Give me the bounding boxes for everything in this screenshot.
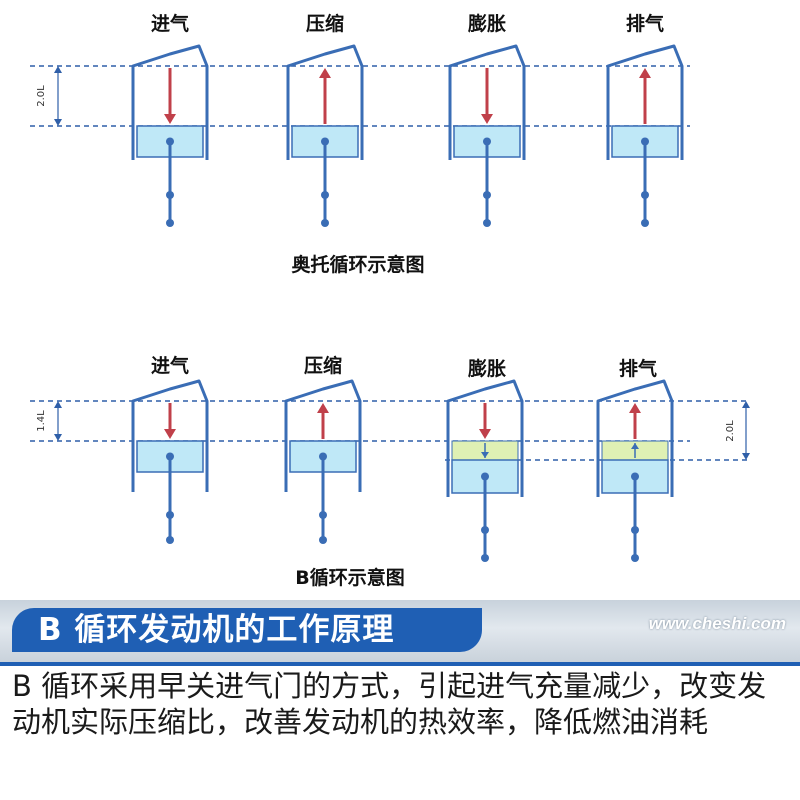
- cycle-diagram: 进气 压缩 膨胀 排气 2.0L 奥托循环示意图 进气 压缩 膨胀 排气 1.4…: [30, 12, 750, 589]
- otto-cylinder-3: [606, 44, 684, 227]
- b-rod-joint: [166, 452, 174, 461]
- b-rod-joint: [166, 511, 174, 519]
- otto-rod-joint: [321, 137, 329, 146]
- otto-stage-compression-label: 压缩: [306, 12, 344, 35]
- otto-displacement-label: 2.0L: [36, 85, 47, 107]
- otto-rod-joint: [321, 191, 329, 199]
- otto-dimension-arrow-top: [54, 66, 62, 73]
- description-text: B 循环采用早关进气门的方式，引起进气充量减少，改变发动机实际压缩比，改善发动机…: [12, 669, 767, 739]
- b-rod-joint: [166, 536, 174, 544]
- b-motion-arrow-head: [479, 429, 491, 439]
- b-stage-expansion-label: 膨胀: [467, 357, 506, 380]
- b-motion-arrow-head: [629, 403, 641, 413]
- b-stage-compression-label: 压缩: [304, 354, 342, 377]
- otto-rod-joint: [641, 137, 649, 146]
- otto-stage-expansion-label: 膨胀: [467, 12, 506, 35]
- otto-cylinder-wall: [448, 44, 526, 160]
- b-rod-joint: [319, 536, 327, 544]
- b-cylinder-wall: [596, 379, 674, 497]
- b-stage-exhaust-label: 排气: [619, 357, 657, 380]
- otto-motion-arrow-head: [639, 68, 651, 78]
- b-left-displacement-label: 1.4L: [36, 410, 47, 432]
- b-rod-joint: [319, 511, 327, 519]
- otto-motion-arrow-head: [481, 114, 493, 124]
- b-cylinders: [131, 379, 674, 562]
- b-cylinder-wall: [131, 379, 209, 492]
- banner-underline: [0, 662, 800, 666]
- b-motion-arrow-head: [164, 429, 176, 439]
- b-cylinder-1: [284, 379, 362, 544]
- b-rod-joint: [319, 452, 327, 461]
- title-banner: B 循环发动机的工作原理 www.cheshi.com: [0, 600, 800, 662]
- otto-cylinders: [131, 44, 684, 227]
- otto-rod-joint: [641, 219, 649, 227]
- b-right-dimension-arrow-top: [742, 401, 750, 408]
- otto-cylinder-2: [448, 44, 526, 227]
- b-rod-joint: [631, 526, 639, 534]
- banner-title-box: [12, 608, 482, 652]
- site-watermark: www.cheshi.com: [648, 614, 786, 633]
- b-rod-joint: [631, 554, 639, 562]
- b-rod-joint: [481, 526, 489, 534]
- b-cylinder-3: [596, 379, 674, 562]
- b-caption: B循环示意图: [295, 566, 404, 589]
- b-left-dimension-arrow-top: [54, 401, 62, 408]
- otto-motion-arrow-head: [164, 114, 176, 124]
- b-cylinder-wall: [284, 379, 362, 492]
- b-cylinder-wall: [446, 379, 524, 497]
- banner-title: B 循环发动机的工作原理: [38, 612, 395, 648]
- otto-rod-joint: [483, 219, 491, 227]
- b-cylinder-2: [446, 379, 524, 562]
- otto-rod-joint: [641, 191, 649, 199]
- otto-rod-joint: [483, 191, 491, 199]
- b-rod-joint: [481, 554, 489, 562]
- otto-rod-joint: [483, 137, 491, 146]
- otto-rod-joint: [166, 191, 174, 199]
- otto-stage-exhaust-label: 排气: [626, 12, 664, 35]
- b-right-dimension-arrow-bottom: [742, 453, 750, 460]
- otto-rod-joint: [166, 219, 174, 227]
- otto-cylinder-wall: [606, 44, 684, 160]
- otto-rod-joint: [321, 219, 329, 227]
- otto-dimension-arrow-bottom: [54, 119, 62, 126]
- otto-cylinder-wall: [131, 44, 209, 160]
- b-rod-joint: [481, 472, 489, 481]
- b-rod-joint: [631, 472, 639, 481]
- otto-cylinder-1: [286, 44, 364, 227]
- otto-rod-joint: [166, 137, 174, 146]
- otto-cylinder-wall: [286, 44, 364, 160]
- otto-caption: 奥托循环示意图: [291, 253, 424, 276]
- otto-motion-arrow-head: [319, 68, 331, 78]
- b-stage-intake-label: 进气: [151, 354, 189, 377]
- otto-cylinder-0: [131, 44, 209, 227]
- b-left-dimension-arrow-bottom: [54, 434, 62, 441]
- b-right-displacement-label: 2.0L: [725, 420, 736, 442]
- otto-stage-intake-label: 进气: [151, 12, 189, 35]
- b-cylinder-0: [131, 379, 209, 544]
- b-motion-arrow-head: [317, 403, 329, 413]
